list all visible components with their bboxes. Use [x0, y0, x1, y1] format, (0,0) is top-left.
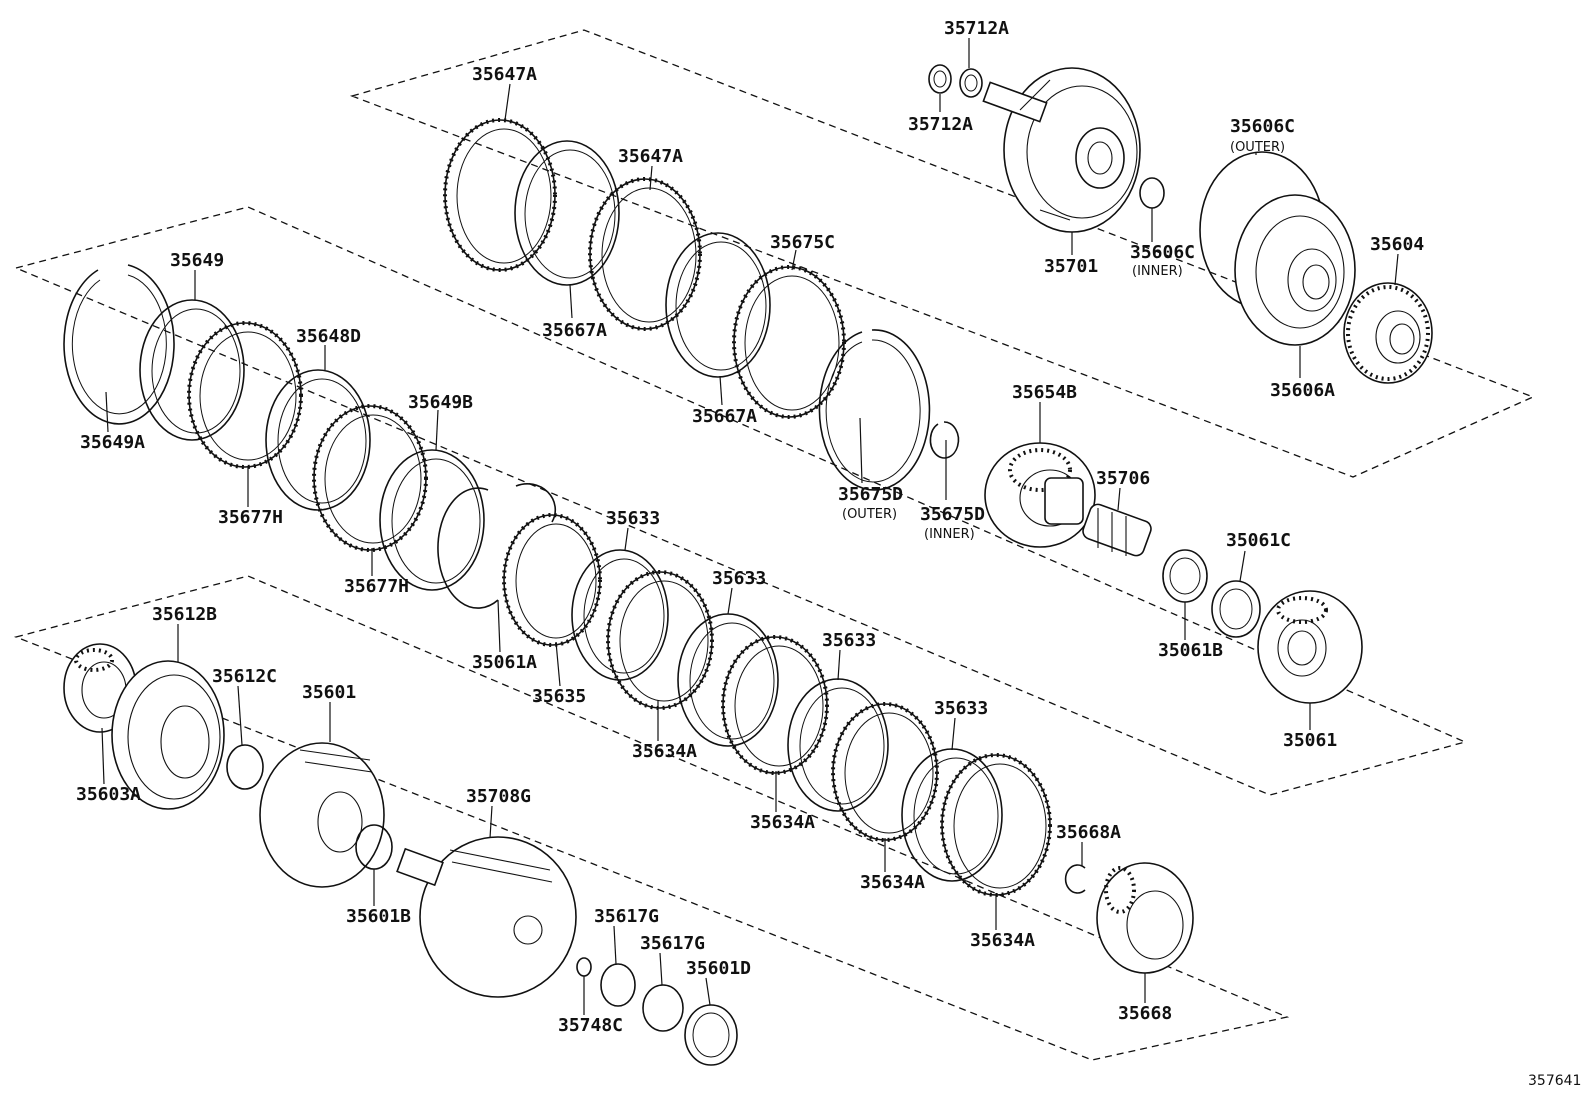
- part-35633-plate-2: [606, 570, 714, 710]
- label-35606c-inner: 35606C: [1130, 242, 1195, 263]
- part-35675d-outer-snap-ring: [818, 329, 931, 491]
- label-35668a: 35668A: [1056, 822, 1121, 843]
- label-35647a-2: 35647A: [618, 146, 683, 167]
- part-35634a-plate-1: [571, 549, 669, 681]
- part-35633-plate-3: [721, 635, 829, 775]
- label-35633-2: 35633: [712, 568, 766, 589]
- label-35675c: 35675C: [770, 232, 835, 253]
- part-35667a-plate-2: [665, 232, 771, 378]
- label-35635: 35635: [532, 686, 586, 707]
- sublabel-35675d-inner: (INNER): [924, 527, 975, 542]
- part-35712a-ring-a: [928, 64, 952, 94]
- part-35634a-plate-2: [677, 613, 779, 747]
- label-35668: 35668: [1118, 1003, 1172, 1024]
- sublabel-35606c-inner: (INNER): [1132, 264, 1183, 279]
- part-35617g-ring-1: [600, 963, 636, 1007]
- label-35633-3: 35633: [822, 630, 876, 651]
- label-35634a-1: 35634A: [632, 741, 697, 762]
- part-35612b-piston: [111, 660, 225, 810]
- label-35648d: 35648D: [296, 326, 361, 347]
- part-35712a-ring-b: [959, 68, 983, 98]
- label-35601d: 35601D: [686, 958, 751, 979]
- label-35612c: 35612C: [212, 666, 277, 687]
- part-35606a-piston: [1234, 194, 1356, 346]
- part-35648d-plate: [265, 369, 371, 511]
- label-35701: 35701: [1044, 256, 1098, 277]
- label-35603a: 35603A: [76, 784, 141, 805]
- sublabel-35606c-outer: (OUTER): [1230, 140, 1285, 155]
- sublabel-35675d-outer: (OUTER): [842, 507, 897, 522]
- label-35649b: 35649B: [408, 392, 473, 413]
- label-35712a-bottom: 35712A: [908, 114, 973, 135]
- label-35706: 35706: [1096, 468, 1150, 489]
- label-35667a-1: 35667A: [542, 320, 607, 341]
- part-35675c-plate: [732, 265, 846, 419]
- label-35634a-4: 35634A: [970, 930, 1035, 951]
- part-35061b-washer: [1162, 549, 1208, 603]
- part-35701-drum: [982, 67, 1141, 233]
- label-35675d-outer: 35675D: [838, 484, 903, 505]
- label-35061a: 35061A: [472, 652, 537, 673]
- group-box-top: [349, 29, 1535, 478]
- label-35647a-1: 35647A: [472, 64, 537, 85]
- label-35677h-2: 35677H: [344, 576, 409, 597]
- label-35601: 35601: [302, 682, 356, 703]
- part-35634a-plate-4: [901, 748, 1003, 882]
- label-35604: 35604: [1370, 234, 1424, 255]
- part-35604-hub: [1343, 282, 1433, 384]
- label-35612b: 35612B: [152, 604, 217, 625]
- part-35668-hub: [1096, 862, 1194, 974]
- part-35601-drum: [259, 742, 385, 888]
- label-35675d-inner: 35675D: [920, 504, 985, 525]
- label-35633-1: 35633: [606, 508, 660, 529]
- part-35061c-washer: [1211, 580, 1261, 638]
- group-box-bottom: [13, 575, 1290, 1061]
- label-35654b: 35654B: [1012, 382, 1077, 403]
- part-35706-shaft: [1082, 503, 1152, 557]
- group-box-middle: [13, 206, 1467, 796]
- part-35647a-plate-2: [588, 177, 702, 331]
- part-35633-plate-1: [502, 513, 602, 647]
- label-35606a: 35606A: [1270, 380, 1335, 401]
- label-35601b: 35601B: [346, 906, 411, 927]
- label-35617g-1: 35617G: [594, 906, 659, 927]
- label-35061b: 35061B: [1158, 640, 1223, 661]
- diagram-id: 357641: [1528, 1073, 1581, 1089]
- part-35634a-plate-5: [940, 753, 1052, 897]
- part-35708g-drum: [396, 836, 577, 998]
- label-35667a-2: 35667A: [692, 406, 757, 427]
- part-35647a-plate-1: [443, 118, 557, 272]
- part-35601d-washer: [684, 1004, 738, 1066]
- label-35649a: 35649A: [80, 432, 145, 453]
- part-35612c-oring: [226, 744, 264, 790]
- label-35617g-2: 35617G: [640, 933, 705, 954]
- part-35649a-snap-ring: [63, 264, 175, 425]
- label-35649: 35649: [170, 250, 224, 271]
- part-35748c-clip: [576, 957, 592, 977]
- label-35748c: 35748C: [558, 1015, 623, 1036]
- part-35677h-plate-2: [312, 404, 428, 552]
- label-35712a-top: 35712A: [944, 18, 1009, 39]
- label-35606c-outer: 35606C: [1230, 116, 1295, 137]
- label-35633-4: 35633: [934, 698, 988, 719]
- leader-lines: [101, 38, 1399, 1015]
- label-35061c: 35061C: [1226, 530, 1291, 551]
- part-35061-gear: [1257, 590, 1363, 704]
- part-35675d-inner-clip: [929, 421, 960, 459]
- label-35061: 35061: [1283, 730, 1337, 751]
- label-35634a-3: 35634A: [860, 872, 925, 893]
- label-35634a-2: 35634A: [750, 812, 815, 833]
- part-35649b-plate: [379, 449, 485, 591]
- part-35606c-inner-oring: [1139, 177, 1165, 209]
- part-35668a-clip: [1064, 864, 1086, 894]
- part-35677h-plate-1: [187, 321, 303, 469]
- part-35617g-ring-2: [642, 984, 684, 1032]
- part-35061a-snap-ring: [437, 487, 499, 609]
- label-35677h-1: 35677H: [218, 507, 283, 528]
- label-35708g: 35708G: [466, 786, 531, 807]
- part-35654b-gear: [984, 442, 1096, 548]
- part-35667a-plate-1: [514, 140, 620, 286]
